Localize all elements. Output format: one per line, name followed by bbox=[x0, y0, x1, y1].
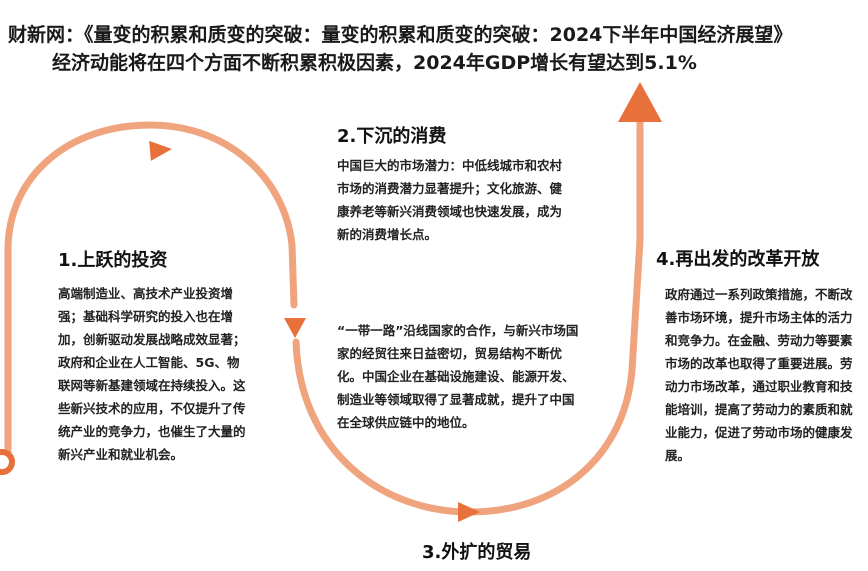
arrow-right-icon bbox=[458, 502, 480, 522]
stage-body-trade: “一带一路”沿线国家的合作，与新兴市场国家的经贸往来日益密切，贸易结构不断优化。… bbox=[337, 323, 579, 430]
stage-body-reform: 政府通过一系列政策措施，不断改善市场环境，提升市场主体的活力和竞争力。在金融、劳… bbox=[665, 287, 853, 463]
page-subtitle: 经济动能将在四个方面不断积累积极因素，2024年GDP增长有望达到5.1% bbox=[52, 52, 697, 74]
stage-heading-trade: 3.外扩的贸易 bbox=[422, 542, 532, 563]
arrow-down-icon bbox=[284, 318, 306, 338]
page-title: 财新网：《量变的积累和质变的突破：量变的积累和质变的突破：2024下半年中国经济… bbox=[8, 24, 793, 46]
stage-heading-investment: 1.上跃的投资 bbox=[58, 250, 168, 271]
arrow-up-icon bbox=[618, 82, 662, 122]
stage-body-investment: 高端制造业、高技术产业投资增强；基础科学研究的投入也在增加，创新驱动发展战略成效… bbox=[58, 286, 246, 462]
arc-reform bbox=[628, 106, 644, 374]
arc-investment bbox=[4, 121, 298, 466]
start-ring bbox=[0, 449, 15, 475]
stage-body-consumption: 中国巨大的市场潜力：中低线城市和农村市场的消费潜力显著提升；文化旅游、健康养老等… bbox=[337, 158, 563, 242]
stage-heading-reform: 4.再出发的改革开放 bbox=[656, 249, 820, 270]
arrow-right-icon bbox=[149, 140, 172, 161]
stage-heading-consumption: 2.下沉的消费 bbox=[337, 126, 447, 147]
